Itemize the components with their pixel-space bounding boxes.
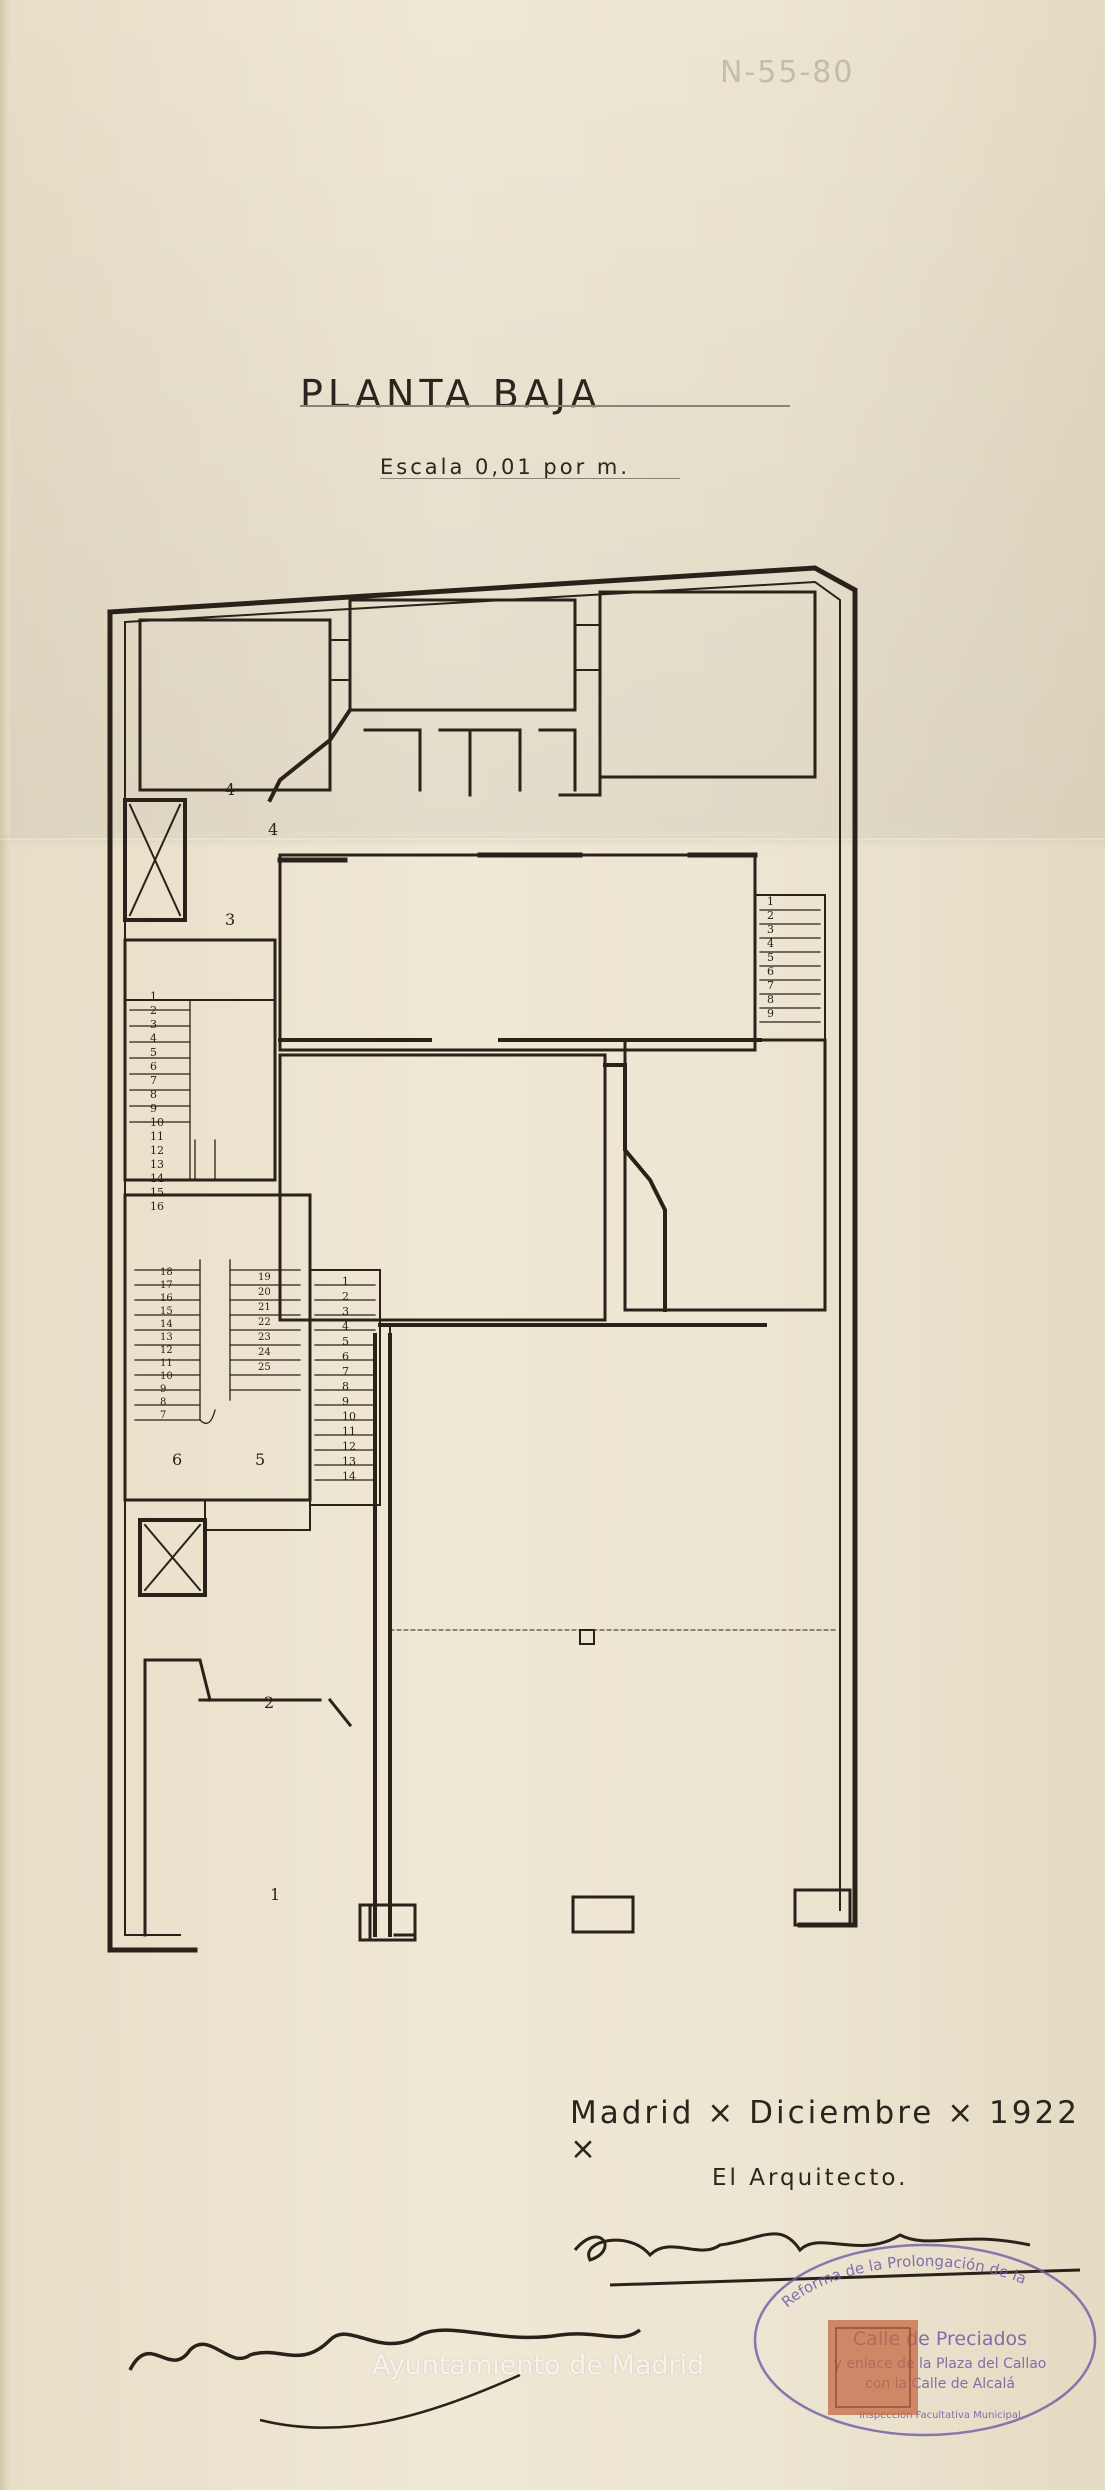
stair-step-number: 8 bbox=[767, 993, 774, 1006]
stair-step-number: 8 bbox=[342, 1380, 349, 1393]
stair-step-number: 10 bbox=[150, 1116, 164, 1129]
stair-step-number: 4 bbox=[342, 1320, 349, 1333]
stair-step-number: 7 bbox=[160, 1410, 166, 1421]
room-label-6: 6 bbox=[172, 1450, 182, 1469]
stair-step-number: 12 bbox=[150, 1144, 164, 1157]
stair-step-number: 2 bbox=[767, 909, 774, 922]
stair-step-number: 7 bbox=[150, 1074, 157, 1087]
stair-step-number: 6 bbox=[342, 1350, 349, 1363]
stair-step-number: 2 bbox=[342, 1290, 349, 1303]
paper-fold bbox=[0, 836, 1105, 842]
stair-step-number: 20 bbox=[258, 1287, 271, 1298]
stair-c-right-numbers: 19 20 21 22 23 24 25 bbox=[258, 1272, 271, 1373]
stair-step-number: 9 bbox=[342, 1395, 349, 1408]
stair-step-number: 15 bbox=[160, 1306, 173, 1317]
pencil-note: N-55-80 bbox=[720, 55, 855, 90]
stair-step-number: 13 bbox=[150, 1158, 164, 1171]
stair-step-number: 6 bbox=[150, 1060, 157, 1073]
stair-step-number: 17 bbox=[160, 1280, 173, 1291]
stair-step-number: 1 bbox=[767, 895, 774, 908]
title-underline bbox=[300, 405, 790, 407]
room-label-2: 2 bbox=[264, 1693, 274, 1712]
stair-step-number: 8 bbox=[150, 1088, 157, 1101]
stair-step-number: 13 bbox=[160, 1332, 173, 1343]
room-label-4b: 4 bbox=[268, 820, 278, 839]
stair-step-number: 2 bbox=[150, 1004, 157, 1017]
stair-step-number: 1 bbox=[150, 990, 157, 1003]
room-label-3: 3 bbox=[225, 910, 235, 929]
stair-step-number: 14 bbox=[150, 1172, 164, 1185]
drawing-scale: Escala 0,01 por m. bbox=[380, 455, 631, 479]
stair-step-number: 18 bbox=[160, 1267, 173, 1278]
stair-step-number: 3 bbox=[150, 1018, 157, 1031]
stair-step-number: 6 bbox=[767, 965, 774, 978]
drawing-title: Planta Baja bbox=[300, 372, 602, 416]
middle-room-left bbox=[278, 1053, 607, 1322]
stair-step-number: 15 bbox=[150, 1186, 164, 1199]
outer-wall bbox=[107, 565, 858, 1953]
front-room-right bbox=[598, 590, 817, 779]
stair-step-number: 10 bbox=[160, 1371, 173, 1382]
stair-step-number: 11 bbox=[150, 1130, 164, 1143]
stair-step-number: 19 bbox=[258, 1272, 271, 1283]
archive-watermark: Ayuntamiento de Madrid bbox=[372, 2350, 705, 2381]
architect-caption: El Arquitecto. bbox=[712, 2165, 909, 2191]
stair-step-number: 5 bbox=[150, 1046, 157, 1059]
date-line: Madrid × Diciembre × 1922 × bbox=[570, 2095, 1080, 2167]
room-label-4a: 4 bbox=[225, 780, 235, 799]
municipal-stamp: Reforma de la Prolongación de la Calle d… bbox=[753, 2243, 1097, 2437]
stair-step-number: 12 bbox=[342, 1440, 356, 1453]
stair-step-number: 11 bbox=[342, 1425, 356, 1438]
front-room-left bbox=[138, 618, 332, 792]
stair-step-number: 3 bbox=[342, 1305, 349, 1318]
stair-step-number: 13 bbox=[342, 1455, 356, 1468]
stamp-ring-text: Reforma de la Prolongación de la bbox=[778, 2252, 1029, 2311]
postage-stamp bbox=[828, 2320, 918, 2415]
stair-step-number: 1 bbox=[342, 1275, 349, 1288]
stair-step-number: 4 bbox=[150, 1032, 157, 1045]
stair-c-left-numbers: 7 8 9 10 11 12 13 14 15 16 17 18 bbox=[160, 1267, 173, 1421]
stair-step-number: 10 bbox=[342, 1410, 356, 1423]
architect-signature bbox=[573, 2232, 1031, 2262]
svg-text:Reforma de la Prolongación de: Reforma de la Prolongación de la bbox=[778, 2252, 1029, 2311]
room-label-1: 1 bbox=[270, 1885, 280, 1904]
stair-step-number: 7 bbox=[342, 1365, 349, 1378]
stair-step-number: 9 bbox=[767, 1007, 774, 1020]
stair-step-number: 9 bbox=[150, 1102, 157, 1115]
stair-step-number: 22 bbox=[258, 1317, 271, 1328]
scale-underline bbox=[380, 478, 680, 479]
stair-step-number: 7 bbox=[767, 979, 774, 992]
central-hall bbox=[278, 853, 757, 1052]
stair-step-number: 5 bbox=[342, 1335, 349, 1348]
front-room-center bbox=[348, 598, 577, 712]
second-signature bbox=[128, 2328, 642, 2371]
stair-step-number: 16 bbox=[160, 1293, 173, 1304]
stair-step-number: 4 bbox=[767, 937, 774, 950]
stair-step-number: 14 bbox=[160, 1319, 173, 1330]
stair-step-number: 9 bbox=[160, 1384, 166, 1395]
stair-step-number: 8 bbox=[160, 1397, 166, 1408]
stair-step-number: 3 bbox=[767, 923, 774, 936]
stair-step-number: 11 bbox=[160, 1358, 173, 1369]
paper-edge bbox=[0, 0, 10, 2490]
stair-step-number: 5 bbox=[767, 951, 774, 964]
stair-step-number: 23 bbox=[258, 1332, 271, 1343]
stair-step-number: 24 bbox=[258, 1347, 271, 1358]
stair-step-number: 12 bbox=[160, 1345, 173, 1356]
stair-step-number: 14 bbox=[342, 1470, 356, 1483]
room-label-5: 5 bbox=[255, 1450, 265, 1469]
stair-step-number: 25 bbox=[258, 1362, 271, 1373]
stair-step-number: 21 bbox=[258, 1302, 271, 1313]
stair-step-number: 16 bbox=[150, 1200, 164, 1213]
room-labels: 1 2 3 4 4 5 6 bbox=[172, 780, 280, 1904]
